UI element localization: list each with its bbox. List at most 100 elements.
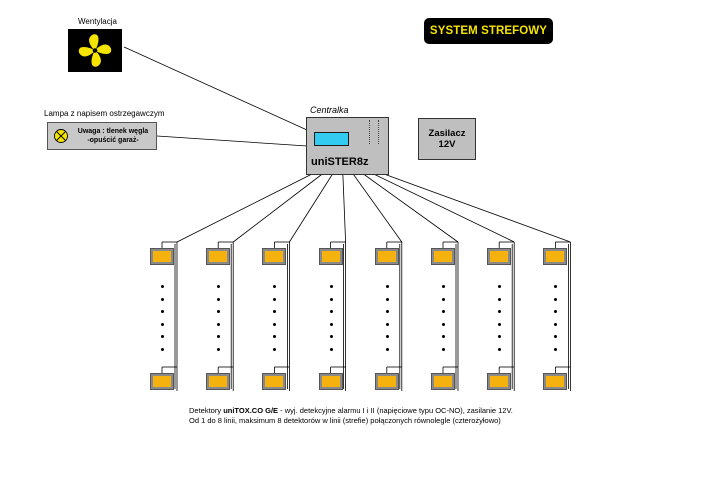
detector-face [377, 251, 396, 262]
detector-first-zone-3 [262, 248, 287, 265]
footer-note: Detektory uniTOX.CO G/E - wyj. detekcyjn… [189, 406, 569, 426]
continuation-dot [273, 310, 277, 313]
footer-line1-prefix: Detektory [189, 406, 224, 415]
detector-last-zone-7 [487, 373, 512, 390]
central-unit: uniSTER8z [306, 117, 389, 175]
continuation-dot [554, 310, 558, 313]
detector-face [321, 376, 340, 387]
continuation-dot [498, 310, 502, 313]
detector-last-zone-5 [374, 373, 399, 390]
lcd-display [314, 132, 349, 146]
continuation-dot [329, 335, 333, 338]
power-supply: Zasilacz 12V [418, 118, 476, 160]
detector-face [490, 251, 509, 262]
continuation-dot [385, 297, 389, 301]
detector-first-zone-6 [431, 248, 455, 265]
detector-face [321, 251, 340, 262]
lamp-label: Lampa z napisem ostrzegawczym [44, 109, 165, 118]
central-model-name: uniSTER8z [311, 156, 369, 168]
continuation-dot [442, 335, 445, 338]
detector-last-zone-6 [431, 373, 455, 390]
continuation-dot [217, 285, 221, 288]
continuation-dot [498, 335, 502, 338]
detector-last-zone-1 [150, 373, 174, 390]
detector-face [265, 251, 284, 262]
detector-model: uniTOX.CO G/E [223, 406, 279, 415]
continuation-dot [161, 285, 164, 288]
zone-cable-4 [342, 173, 346, 243]
continuation-dot [161, 347, 164, 351]
detector-face [434, 251, 452, 262]
zone-cable-1 [176, 173, 313, 243]
continuation-dot [442, 322, 445, 326]
continuation-dot [161, 335, 164, 338]
lamp-message: Uwaga : tlenek węgla -opuścić garaż- [70, 127, 156, 145]
continuation-dot [498, 297, 502, 301]
fan-device [68, 29, 122, 72]
system-title: SYSTEM STREFOWY [429, 25, 548, 37]
detector-face [434, 376, 452, 387]
continuation-dot [161, 310, 164, 313]
terminal-strip-left [369, 120, 370, 144]
detector-face [546, 251, 565, 262]
continuation-dot [385, 322, 389, 326]
zone-cable-5 [352, 173, 403, 243]
lamp-message-line1: Uwaga : tlenek węgla [77, 128, 149, 135]
continuation-dot [329, 297, 333, 301]
continuation-dot [442, 285, 445, 288]
continuation-dot [385, 310, 389, 313]
continuation-dot [273, 347, 277, 351]
detector-first-zone-2 [206, 248, 231, 265]
detector-first-zone-1 [150, 248, 174, 265]
detector-last-zone-8 [543, 373, 568, 390]
footer-line1: Detektory uniTOX.CO G/E - wyj. detekcyjn… [189, 406, 569, 416]
continuation-dot [554, 285, 558, 288]
lamp-cable [156, 135, 308, 147]
lamp-message-line2: -opuścić garaż- [87, 137, 139, 144]
fan-label: Wentylacja [78, 17, 117, 26]
continuation-dot [554, 335, 558, 338]
continuation-dot [273, 335, 277, 338]
continuation-dot [554, 347, 558, 351]
continuation-dot [329, 322, 333, 326]
continuation-dot [273, 297, 277, 301]
zone-cable-3 [289, 173, 333, 243]
detector-face [265, 376, 284, 387]
zone-cable-7 [373, 173, 515, 243]
terminal-strip-right [378, 120, 379, 144]
central-caption: Centralka [310, 105, 349, 115]
detector-face [153, 376, 171, 387]
detector-first-zone-4 [318, 248, 343, 265]
warning-lamp-icon [54, 129, 68, 143]
zone-lines [161, 173, 571, 391]
psu-voltage: 12V [438, 139, 456, 150]
footer-line1-suffix: - wyj. detekcyjne alarmu I i II (napięci… [278, 406, 513, 415]
continuation-dot [217, 335, 221, 338]
continuation-dot [217, 310, 221, 313]
fan-cable [123, 46, 308, 131]
warning-lamp-device: Uwaga : tlenek węgla -opuścić garaż- [47, 122, 157, 150]
continuation-dot [273, 285, 277, 288]
detector-face [546, 376, 565, 387]
continuation-dot [554, 297, 558, 301]
detector-last-zone-4 [318, 373, 343, 390]
detector-last-zone-3 [262, 373, 287, 390]
zone-cable-6 [363, 173, 459, 243]
detector-first-zone-8 [543, 248, 568, 265]
continuation-dot [554, 322, 558, 326]
continuation-dot [442, 297, 445, 301]
continuation-dot [498, 347, 502, 351]
continuation-dot [498, 322, 502, 326]
detector-face [209, 251, 228, 262]
detector-first-zone-7 [487, 248, 512, 265]
continuation-dot [161, 322, 164, 326]
detector-last-zone-2 [206, 373, 231, 390]
continuation-dot [385, 335, 389, 338]
continuation-dot [329, 310, 333, 313]
continuation-dot [329, 285, 333, 288]
continuation-dot [442, 310, 445, 313]
zone-cable-2 [232, 173, 323, 243]
detector-face [377, 376, 396, 387]
continuation-dot [217, 322, 221, 326]
